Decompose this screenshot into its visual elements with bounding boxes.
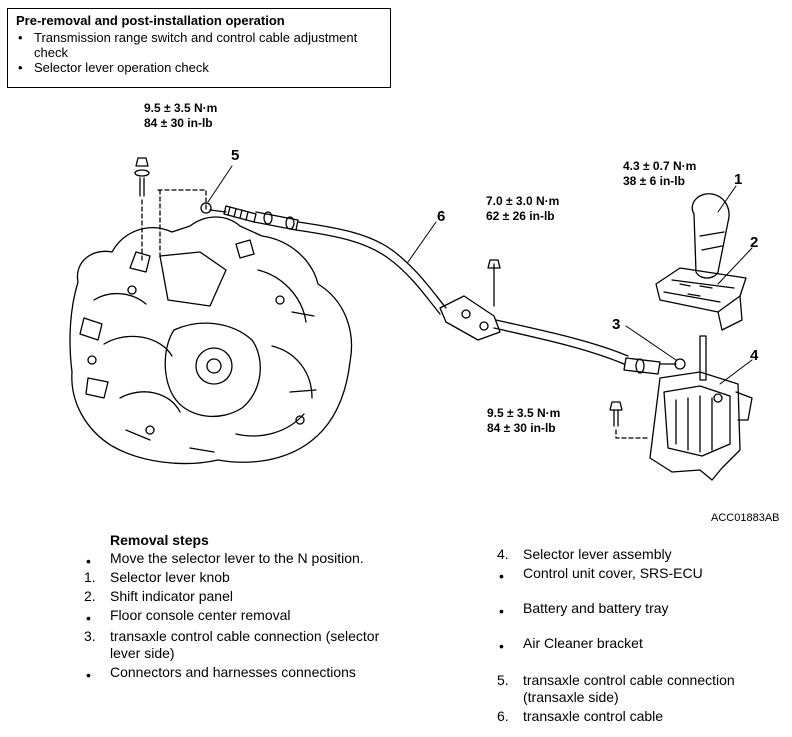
step-marker: • <box>86 610 91 626</box>
torque-spec: 7.0 ± 3.0 N·m 62 ± 26 in-lb <box>486 194 559 224</box>
removal-steps-right: 4. Selector lever assembly • Control unit … <box>497 546 787 725</box>
step-marker: 6. <box>497 708 509 724</box>
torque-nm: 4.3 ± 0.7 N·m <box>623 159 697 173</box>
removal-step: 5. transaxle control cable connection (tr… <box>497 672 787 706</box>
step-marker: 3. <box>84 628 96 644</box>
cable-selector-end <box>623 357 686 375</box>
removal-step: • Battery and battery tray <box>497 600 787 619</box>
step-text: Control unit cover, SRS-ECU <box>523 565 703 581</box>
control-cable <box>295 221 629 365</box>
step-text: Move the selector lever to the N positio… <box>110 550 364 566</box>
removal-step: • Control unit cover, SRS-ECU <box>497 565 787 584</box>
callout-6: 6 <box>437 208 446 225</box>
callout-5: 5 <box>231 147 240 164</box>
removal-step: 1. Selector lever knob <box>84 569 404 586</box>
step-text: transaxle control cable <box>523 708 664 724</box>
removal-steps-left: • Move the selector lever to the N positi… <box>84 550 404 683</box>
pre-removal-title: Pre-removal and post-installation operat… <box>16 13 285 28</box>
step-text: transaxle control cable connection (sele… <box>110 628 380 661</box>
callout-2: 2 <box>750 234 759 251</box>
callout-4: 4 <box>750 347 759 364</box>
torque-inlb: 62 ± 26 in-lb <box>486 209 555 223</box>
step-marker: • <box>499 603 504 619</box>
pre-removal-item: Selector lever operation check <box>16 60 382 75</box>
cable-transaxle-end <box>200 202 299 231</box>
cable-bracket <box>439 259 501 341</box>
torque-inlb: 84 ± 30 in-lb <box>144 116 213 130</box>
step-text: Floor console center removal <box>110 607 291 623</box>
callout-1: 1 <box>734 171 743 188</box>
step-marker: 2. <box>84 588 96 604</box>
removal-step: 4. Selector lever assembly <box>497 546 787 563</box>
step-text: transaxle control cable connection (tran… <box>523 672 735 705</box>
torque-inlb: 84 ± 30 in-lb <box>487 421 556 435</box>
removal-step: • Move the selector lever to the N positi… <box>84 550 404 569</box>
torque-inlb: 38 ± 6 in-lb <box>623 174 685 188</box>
torque-nm: 9.5 ± 3.5 N·m <box>144 101 218 115</box>
removal-step: 2. Shift indicator panel <box>84 588 404 605</box>
pre-removal-list: Transmission range switch and control ca… <box>16 30 382 75</box>
step-marker: • <box>86 553 91 569</box>
step-text: Battery and battery tray <box>523 600 669 616</box>
figure-code: ACC01883AB <box>711 512 780 524</box>
leader-lines <box>207 165 753 385</box>
torque-nm: 9.5 ± 3.5 N·m <box>487 406 561 420</box>
pre-removal-box: Pre-removal and post-installation operat… <box>7 8 391 88</box>
step-marker: 1. <box>84 569 96 585</box>
removal-step: • Connectors and harnesses connections <box>84 664 404 683</box>
removal-step: • Floor console center removal <box>84 607 404 626</box>
step-text: Air Cleaner bracket <box>523 635 643 651</box>
step-marker: • <box>499 568 504 584</box>
bolt-icon <box>609 401 651 439</box>
torque-spec: 9.5 ± 3.5 N·m 84 ± 30 in-lb <box>487 406 560 436</box>
transaxle-housing <box>69 216 353 465</box>
torque-spec: 4.3 ± 0.7 N·m 38 ± 6 in-lb <box>623 159 696 189</box>
removal-step: • Air Cleaner bracket <box>497 635 787 654</box>
torque-spec: 9.5 ± 3.5 N·m 84 ± 30 in-lb <box>144 101 217 131</box>
torque-nm: 7.0 ± 3.0 N·m <box>486 194 560 208</box>
step-text: Shift indicator panel <box>110 588 233 604</box>
step-marker: • <box>499 638 504 654</box>
step-text: Selector lever assembly <box>523 546 672 562</box>
selector-lever-knob <box>691 193 730 279</box>
transaxle-cable-illustration <box>69 157 753 481</box>
step-marker: 5. <box>497 672 509 688</box>
shift-indicator-panel <box>655 267 747 331</box>
removal-step: 6. transaxle control cable <box>497 708 787 725</box>
step-text: Connectors and harnesses connections <box>110 664 356 680</box>
selector-lever-assembly <box>649 335 753 481</box>
step-marker: • <box>86 667 91 683</box>
step-text: Selector lever knob <box>110 569 230 585</box>
bolt-icon <box>134 157 207 261</box>
removal-step: 3. transaxle control cable connection (se… <box>84 628 404 662</box>
callout-3: 3 <box>612 316 621 333</box>
removal-steps-heading: Removal steps <box>110 532 209 548</box>
step-marker: 4. <box>497 546 509 562</box>
pre-removal-item: Transmission range switch and control ca… <box>16 30 382 60</box>
